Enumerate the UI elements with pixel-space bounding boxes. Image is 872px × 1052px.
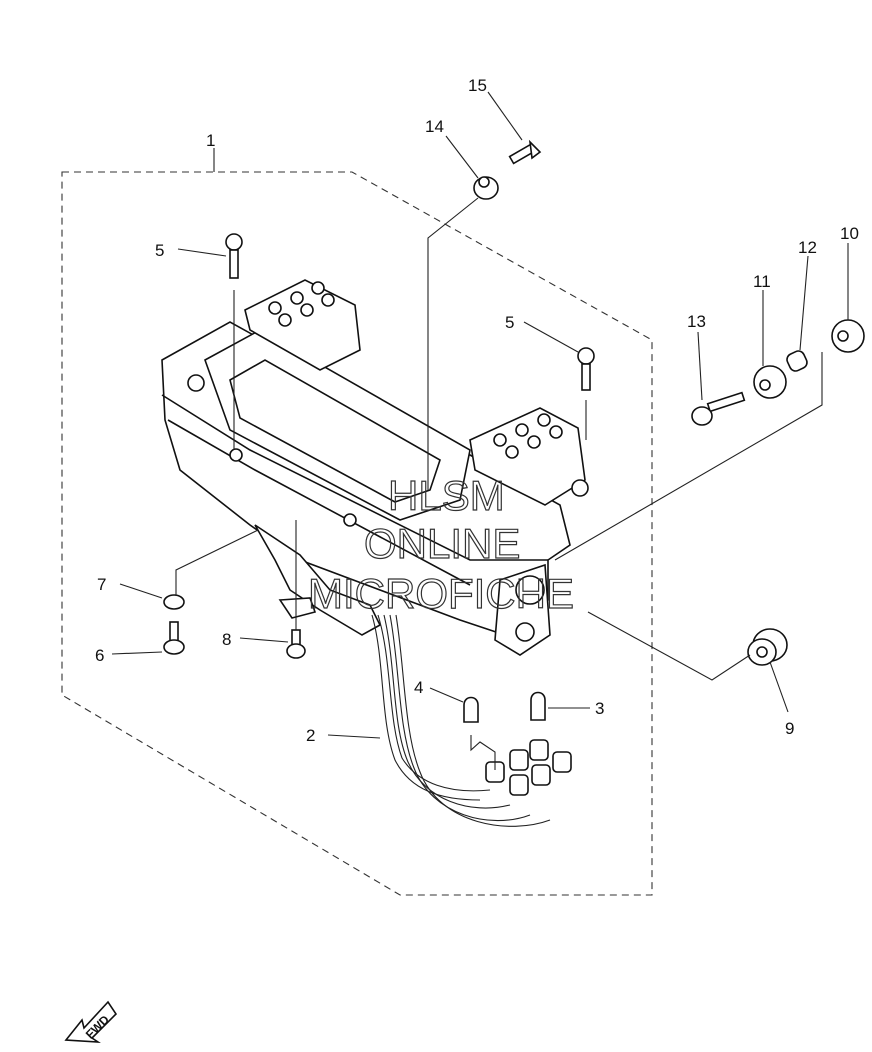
collar-12	[786, 350, 808, 372]
callout-4: 4	[414, 678, 423, 697]
watermark: HLSM ONLINE MICROFICHE	[307, 471, 574, 617]
callout-12: 12	[798, 238, 817, 257]
meter-housing	[161, 321, 571, 656]
right-connector-block	[469, 407, 589, 506]
wire-harness	[371, 614, 551, 827]
bolt-6	[163, 621, 185, 655]
callout-15: 15	[468, 76, 487, 95]
callout-11: 11	[753, 272, 771, 291]
bulb-3	[530, 691, 546, 721]
callout-2: 2	[306, 726, 315, 745]
callout-3: 3	[595, 699, 604, 718]
callout-14: 14	[425, 117, 444, 136]
left-connector-block	[244, 279, 361, 371]
bolt-13	[691, 391, 746, 426]
watermark-line-2: ONLINE	[364, 520, 520, 567]
screw-15	[508, 139, 542, 165]
washer-7	[163, 594, 185, 610]
callout-7: 7	[97, 575, 106, 594]
watermark-line-3: MICROFICHE	[308, 570, 574, 617]
collar-14	[473, 176, 499, 200]
washer-10	[831, 319, 865, 353]
callout-13: 13	[687, 312, 706, 331]
fwd-arrow-icon: FWD	[64, 1000, 118, 1043]
bulb-sockets	[485, 739, 572, 796]
screw-5-right	[577, 347, 595, 391]
callout-5-right: 5	[505, 313, 514, 332]
grommet-11	[753, 365, 787, 399]
screw-5-left	[225, 233, 243, 279]
callout-6: 6	[95, 646, 104, 665]
bulb-4	[463, 696, 479, 723]
assembly-boundary	[61, 171, 653, 896]
callout-9: 9	[785, 719, 794, 738]
callout-1: 1	[206, 131, 215, 150]
watermark-line-1: HLSM	[388, 472, 505, 519]
callout-labels: 1 2 3 4 5 5 6 7 8 9 10 11 12 13 14 15	[95, 76, 859, 745]
callout-5-left: 5	[155, 241, 164, 260]
leader-lines	[111, 91, 849, 739]
callout-10: 10	[840, 224, 859, 243]
bolt-8	[286, 629, 306, 659]
grommet-9	[747, 628, 788, 666]
callout-8: 8	[222, 630, 231, 649]
